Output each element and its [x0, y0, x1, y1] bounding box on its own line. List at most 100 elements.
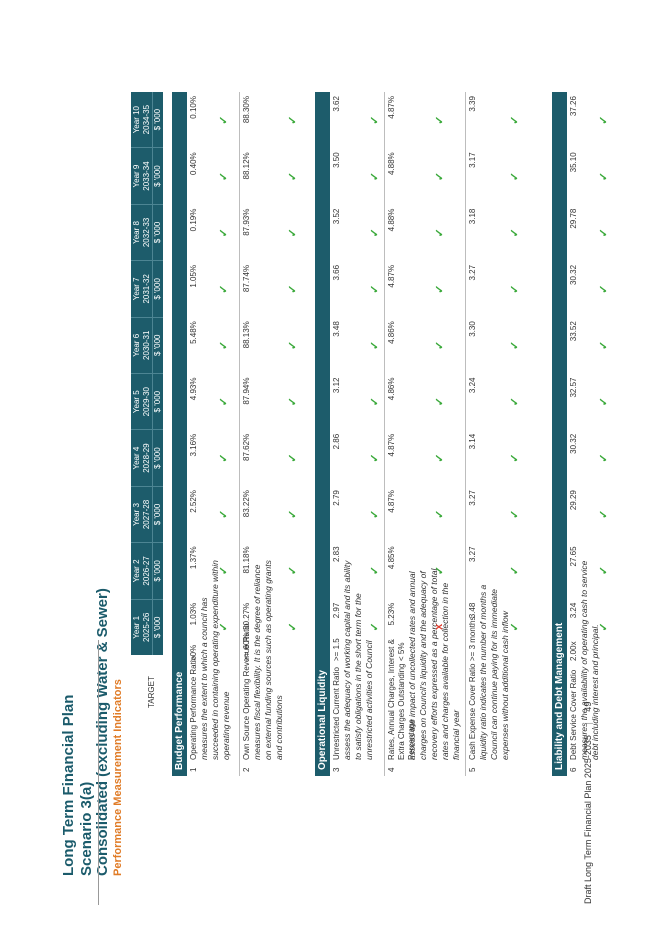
- year-label: Year 4: [132, 446, 141, 470]
- value-cell: 87.62%: [242, 433, 251, 461]
- tick-icon: ✓: [369, 565, 381, 576]
- indicator-status-marks: ✓✓✓✓✓✓✓✓✓✓: [286, 92, 299, 655]
- section-budget-performance: Budget Performance: [172, 92, 187, 776]
- year-label: Year 1: [132, 615, 141, 639]
- year-label: Year 9: [132, 164, 141, 188]
- tick-icon: ✓: [218, 284, 230, 294]
- year-period: 2027-28: [142, 499, 151, 530]
- year-label: Year 5: [132, 390, 141, 414]
- value-cell: 3.24: [468, 377, 477, 394]
- tick-icon: ✓: [434, 171, 446, 182]
- page-title: Long Term Financial Plan: [60, 694, 77, 876]
- indicator-status-marks: ✓✓✓✓✓✓✓✓✓✓: [217, 92, 230, 655]
- value-cell: 2.97: [332, 602, 341, 619]
- year-unit: $ '000: [152, 148, 163, 204]
- tick-icon: ✓: [598, 565, 610, 576]
- indicator-status-marks: ✓✓✓✓✓✓✓✓✓✓: [508, 92, 521, 655]
- value-cell: 0.10%: [189, 96, 198, 119]
- value-cell: 4.88%: [387, 152, 396, 176]
- tick-icon: ✓: [434, 284, 446, 294]
- value-cell: 88.30%: [242, 96, 251, 124]
- tick-icon: ✓: [434, 565, 446, 576]
- year-unit: $ '000: [152, 543, 163, 599]
- tick-icon: ✓: [218, 622, 230, 632]
- value-cell: 3.62: [332, 96, 341, 112]
- tick-icon: ✓: [287, 565, 299, 576]
- tick-icon: ✓: [287, 228, 299, 238]
- tick-icon: ✓: [598, 622, 610, 632]
- year-period: 2026-27: [142, 556, 151, 586]
- value-cell: 3.30: [468, 321, 477, 337]
- year-label: Year 6: [132, 333, 141, 357]
- year-period: 2033-34: [142, 161, 151, 191]
- section-subtitle: Performance Measurement Indicators: [112, 679, 124, 876]
- tick-icon: ✓: [218, 228, 230, 238]
- value-cell: 29.29: [569, 490, 578, 511]
- value-cell: 1.37%: [189, 546, 198, 570]
- section-operational-liquidity: Operational Liquidity: [315, 92, 330, 776]
- value-cell: 3.27: [468, 490, 477, 506]
- tick-icon: ✓: [434, 397, 446, 407]
- value-cell: 32.57: [569, 377, 578, 398]
- value-cell: 4.88%: [387, 208, 396, 232]
- tick-icon: ✓: [287, 340, 299, 350]
- indicator-description: measures fiscal flexibility. It is the d…: [252, 560, 284, 760]
- value-cell: 3.16%: [189, 433, 198, 457]
- tick-icon: ✓: [509, 453, 521, 463]
- tick-icon: ✓: [287, 115, 299, 125]
- tick-icon: ✓: [287, 509, 299, 519]
- value-cell: 3.18: [468, 208, 477, 225]
- value-cell: 3.48: [468, 602, 477, 619]
- year-period: 2028-29: [142, 443, 151, 473]
- tick-icon: ✓: [218, 340, 230, 350]
- tick-icon: ✓: [218, 453, 230, 463]
- year-label: Year 8: [132, 221, 141, 244]
- section-liability-debt: Liability and Debt Management: [552, 92, 567, 776]
- value-cell: 87.93%: [242, 208, 251, 236]
- indicator-number: 1: [189, 767, 198, 772]
- indicator-values: 1.03%1.37%2.52%3.16%4.93%5.48%1.05%0.19%…: [189, 92, 198, 655]
- indicator-name: Cash Expense Cover Ratio: [468, 663, 477, 761]
- tick-icon: ✓: [287, 453, 299, 463]
- value-cell: 2.52%: [189, 490, 198, 513]
- indicator-status-marks: ✓✓✓✓✓✓✓✓✓✓: [368, 92, 381, 655]
- tick-icon: ✓: [434, 340, 446, 350]
- year-label: Year 3: [132, 503, 141, 526]
- tick-icon: ✓: [369, 397, 381, 407]
- value-cell: 80.27%: [242, 602, 251, 630]
- year-unit: $ '000: [152, 486, 163, 543]
- tick-icon: ✓: [369, 115, 381, 125]
- tick-icon: ✓: [369, 453, 381, 463]
- tick-icon: ✓: [434, 453, 446, 463]
- value-cell: 27.65: [569, 546, 578, 567]
- value-cell: 1.05%: [189, 264, 198, 288]
- tick-icon: ✓: [598, 171, 610, 182]
- value-cell: 3.24: [569, 602, 578, 619]
- year-unit: $ '000: [152, 317, 163, 373]
- value-cell: 3.39: [468, 96, 477, 112]
- tick-icon: ✓: [598, 453, 610, 463]
- year-period: 2032-33: [142, 217, 151, 248]
- indicator-status-marks: x✓✓✓✓✓✓✓✓✓: [433, 92, 446, 655]
- year-label: Year 2: [132, 559, 141, 583]
- value-cell: 4.87%: [387, 96, 396, 119]
- tick-icon: ✓: [218, 397, 230, 407]
- tick-icon: ✓: [369, 284, 381, 294]
- value-cell: 4.87%: [387, 490, 396, 513]
- tick-icon: ✓: [598, 115, 610, 125]
- year-unit: $ '000: [152, 261, 163, 317]
- value-cell: 3.27: [468, 546, 477, 562]
- tick-icon: ✓: [218, 171, 230, 182]
- indicator-number: 2: [242, 767, 251, 772]
- value-cell: 88.12%: [242, 152, 251, 180]
- value-cell: 3.14: [468, 433, 477, 450]
